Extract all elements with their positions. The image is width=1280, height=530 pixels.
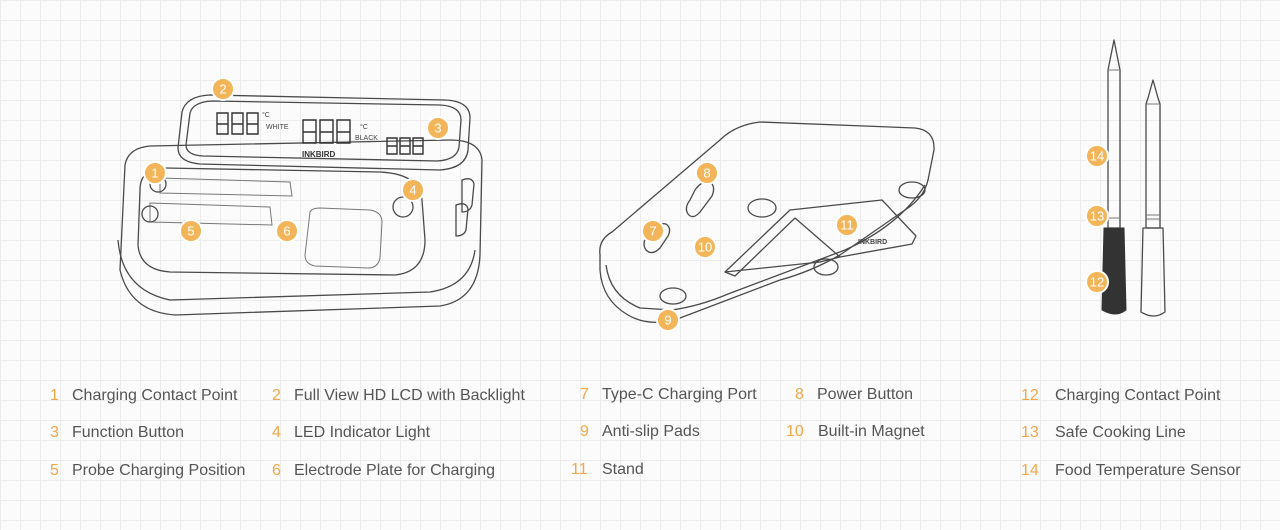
legend-label: Power Button [817,386,914,403]
legend-label: Food Temperature Sensor [1055,462,1241,479]
lcd-brand-label: INKBIRD [302,150,336,159]
callout-2: 2 [211,77,235,101]
callout-9: 9 [656,308,680,332]
legend-number: 4 [272,424,281,441]
lcd-screen: WHITE BLACK °C °C INKBIRD [216,111,424,159]
svg-text:9: 9 [664,313,671,328]
legend-label: Full View HD LCD with Backlight [294,387,525,404]
probe-right [1140,79,1166,317]
legend-number: 9 [580,423,589,440]
legend-item-9: 9 Anti-slip Pads [580,420,700,444]
lcd-unit-label-2: °C [360,123,368,131]
callout-12: 12 [1085,270,1109,294]
callout-5: 5 [179,219,203,243]
legend-number: 10 [786,423,804,440]
legend-label: LED Indicator Light [294,424,431,441]
legend-number: 5 [50,462,59,479]
callout-14: 14 [1085,144,1109,168]
svg-text:6: 6 [283,224,290,239]
legend-label: Stand [602,461,644,478]
legend-item-1: 1 Charging Contact Point [50,384,237,408]
callout-6: 6 [275,219,299,243]
stand-brand-label: INKBIRD [858,239,887,246]
legend-label: Electrode Plate for Charging [294,462,495,479]
legend-item-6: 6 Electrode Plate for Charging [272,459,495,483]
legend-label: Charging Contact Point [72,387,238,404]
legend-number: 14 [1021,462,1039,479]
svg-text:7: 7 [649,224,656,239]
svg-text:8: 8 [703,166,710,181]
legend-item-2: 2 Full View HD LCD with Backlight [272,384,525,408]
legend-item-12: 12 Charging Contact Point [1021,384,1220,408]
lcd-unit-label: °C [262,111,270,119]
legend-number: 11 [571,461,588,478]
legend-number: 8 [795,386,804,403]
legend-item-5: 5 Probe Charging Position [50,459,245,483]
legend-number: 3 [50,424,59,441]
lcd-black-label: BLACK [355,135,378,142]
legend-label: Built-in Magnet [818,423,925,440]
svg-text:14: 14 [1090,149,1104,164]
probe-left [1101,39,1127,315]
svg-text:1: 1 [151,166,158,181]
lcd-white-label: WHITE [266,124,289,131]
legend-item-4: 4 LED Indicator Light [272,421,430,445]
device-back-view: INKBIRD [599,121,935,323]
legend-number: 1 [50,387,59,404]
svg-text:4: 4 [409,183,416,198]
legend-label: Anti-slip Pads [602,423,700,440]
callout-4: 4 [401,178,425,202]
legend-item-7: 7 Type-C Charging Port [580,383,757,407]
callout-10: 10 [693,235,717,259]
legend: 1 Charging Contact Point 2 Full View HD LC… [0,380,1280,500]
callout-11: 11 [835,213,859,237]
legend-label: Safe Cooking Line [1055,424,1186,441]
legend-number: 13 [1021,424,1039,441]
legend-item-10: 10 Built-in Magnet [786,420,925,444]
legend-item-8: 8 Power Button [795,383,913,407]
legend-number: 12 [1021,387,1039,404]
callout-8: 8 [695,161,719,185]
svg-text:3: 3 [434,121,441,136]
svg-text:2: 2 [219,82,226,97]
device-front-view: WHITE BLACK °C °C INKBIRD [117,94,483,316]
legend-item-3: 3 Function Button [50,421,184,445]
svg-text:5: 5 [187,224,194,239]
svg-text:10: 10 [698,240,712,255]
legend-item-11: 11 Stand [571,458,644,482]
callout-1: 1 [143,161,167,185]
legend-label: Function Button [72,424,185,441]
callout-3: 3 [426,116,450,140]
svg-text:12: 12 [1090,275,1104,290]
svg-text:11: 11 [840,218,854,233]
product-diagram: WHITE BLACK °C °C INKBIRD INKBIRD [117,39,1166,332]
legend-item-13: 13 Safe Cooking Line [1021,421,1186,445]
legend-item-14: 14 Food Temperature Sensor [1021,459,1241,483]
legend-number: 7 [580,386,589,403]
legend-label: Type-C Charging Port [602,386,757,403]
legend-label: Probe Charging Position [72,462,246,479]
legend-number: 6 [272,462,281,479]
callout-13: 13 [1085,204,1109,228]
legend-number: 2 [272,387,281,404]
callout-7: 7 [641,219,665,243]
legend-label: Charging Contact Point [1055,387,1221,404]
svg-text:13: 13 [1090,209,1104,224]
